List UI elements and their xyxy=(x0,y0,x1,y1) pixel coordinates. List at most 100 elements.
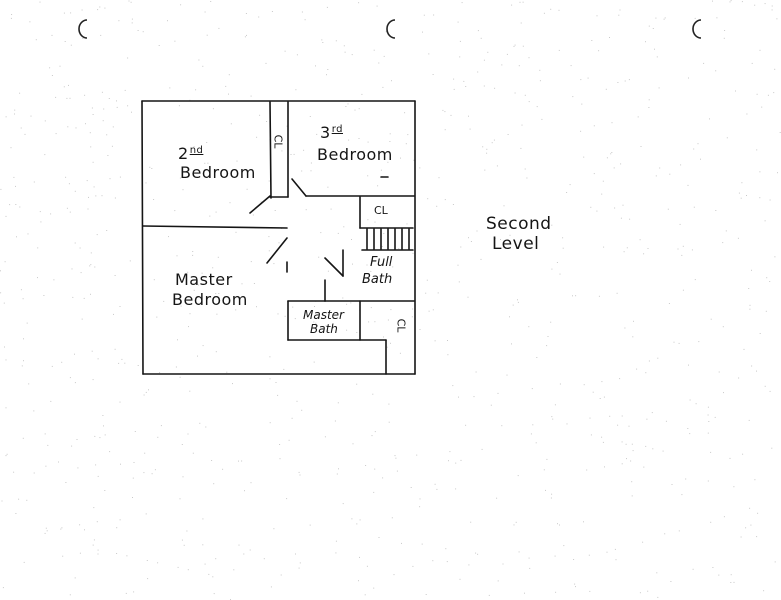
speckle-dot xyxy=(95,195,97,197)
speckle-dot xyxy=(694,17,696,19)
speckle-dot xyxy=(588,554,590,556)
speckle-dot xyxy=(536,357,538,358)
speckle-dot xyxy=(603,396,605,398)
speckle-dot xyxy=(741,1,743,3)
speckle-dot xyxy=(293,153,295,155)
speckle-dot xyxy=(423,14,425,16)
speckle-dot xyxy=(531,388,533,390)
speckle-dot xyxy=(621,415,623,417)
speckle-dot xyxy=(587,77,589,79)
speckle-dot xyxy=(621,441,623,443)
speckle-dot xyxy=(291,417,293,419)
speckle-dot xyxy=(425,594,427,595)
speckle-dot xyxy=(68,84,69,86)
speckle-dot xyxy=(89,132,91,134)
speckle-dot xyxy=(188,326,189,328)
speckle-dot xyxy=(244,490,245,492)
speckle-dot xyxy=(176,255,178,257)
speckle-dot xyxy=(619,9,621,11)
speckle-dot xyxy=(395,457,397,459)
speckle-dot xyxy=(405,143,407,145)
speckle-dot xyxy=(39,211,41,213)
speckle-dot xyxy=(766,277,768,279)
speckle-dot xyxy=(371,435,373,437)
speckle-dot xyxy=(158,45,160,46)
speckle-dot xyxy=(388,421,390,423)
speckle-dot xyxy=(268,180,270,182)
speckle-dot xyxy=(522,1,524,3)
speckle-dot xyxy=(524,168,526,170)
speckle-dot xyxy=(373,587,375,589)
speckle-dot xyxy=(432,309,434,311)
speckle-dot xyxy=(697,143,699,145)
speckle-dot xyxy=(175,366,177,368)
speckle-dot xyxy=(756,536,758,538)
speckle-dot xyxy=(480,37,482,39)
speckle-dot xyxy=(681,254,683,256)
speckle-dot xyxy=(433,14,435,16)
speckle-dot xyxy=(759,333,761,334)
speckle-dot xyxy=(771,5,773,7)
speckle-dot xyxy=(541,118,543,120)
speckle-dot xyxy=(24,133,26,135)
speckle-dot xyxy=(532,424,534,426)
speckle-dot xyxy=(271,11,273,12)
speckle-dot xyxy=(475,552,477,554)
speckle-dot xyxy=(216,313,218,315)
speckle-dot xyxy=(569,184,571,186)
speckle-dot xyxy=(50,400,52,402)
speckle-dot xyxy=(277,394,279,396)
speckle-dot xyxy=(475,371,477,373)
speckle-dot xyxy=(480,258,482,260)
speckle-dot xyxy=(609,37,610,38)
speckle-dot xyxy=(617,424,619,426)
speckle-dot xyxy=(483,85,485,87)
speckle-dot xyxy=(658,87,660,89)
speckle-dot xyxy=(756,149,758,151)
speckle-dot xyxy=(206,34,208,36)
speckle-dot xyxy=(63,86,65,88)
speckle-dot xyxy=(482,146,484,148)
speckle-dot xyxy=(763,590,765,592)
speckle-dot xyxy=(559,383,561,385)
speckle-dot xyxy=(367,141,369,143)
speckle-dot xyxy=(65,176,67,178)
speckle-dot xyxy=(631,495,633,497)
speckle-dot xyxy=(15,204,17,205)
speckle-dot xyxy=(484,169,486,171)
speckle-dot xyxy=(137,30,139,31)
speckle-dot xyxy=(131,22,133,24)
speckle-dot xyxy=(316,133,318,135)
speckle-dot xyxy=(304,19,306,21)
speckle-dot xyxy=(204,563,206,565)
speckle-dot xyxy=(515,521,517,523)
speckle-dot xyxy=(26,322,28,324)
speckle-dot xyxy=(90,264,92,266)
speckle-dot xyxy=(682,245,684,247)
speckle-dot xyxy=(364,594,366,596)
speckle-dot xyxy=(301,170,303,172)
speckle-dot xyxy=(616,292,618,294)
speckle-dot xyxy=(463,80,465,82)
speckle-dot xyxy=(700,158,701,160)
speckle-dot xyxy=(710,318,712,320)
speckle-dot xyxy=(633,320,634,322)
speckle-dot xyxy=(338,468,339,470)
speckle-dot xyxy=(325,325,327,327)
speckle-dot xyxy=(562,247,564,249)
speckle-dot xyxy=(486,152,488,154)
speckle-dot xyxy=(33,181,35,183)
speckle-dot xyxy=(198,284,199,286)
speckle-dot xyxy=(460,459,462,461)
speckle-dot xyxy=(310,162,312,164)
speckle-dot xyxy=(235,309,237,311)
speckle-dot xyxy=(205,426,207,428)
speckle-dot xyxy=(648,360,650,362)
speckle-dot xyxy=(250,261,252,263)
speckle-dot xyxy=(735,90,736,92)
speckle-dot xyxy=(178,105,180,107)
speckle-dot xyxy=(322,42,324,43)
speckle-dot xyxy=(586,469,588,471)
speckle-dot xyxy=(449,451,451,453)
speckle-dot xyxy=(606,551,608,553)
